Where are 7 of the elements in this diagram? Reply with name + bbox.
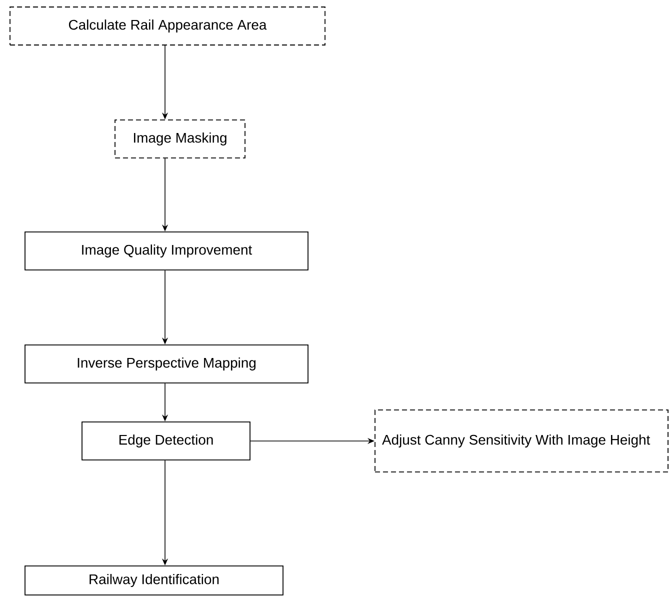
process-box: Railway Identification (24, 566, 284, 596)
dashed-process-box: Image Masking (114, 120, 246, 158)
process-box: Edge Detection (82, 422, 250, 460)
process-box: Inverse Perspective Mapping (24, 344, 308, 384)
dashed-process-box: Adjust Canny Sensitivity With Image Height (374, 410, 668, 472)
dashed-process-box: Calculate Rail Appearance Area (10, 6, 326, 46)
process-box: Image Quality Improvement (24, 232, 308, 270)
